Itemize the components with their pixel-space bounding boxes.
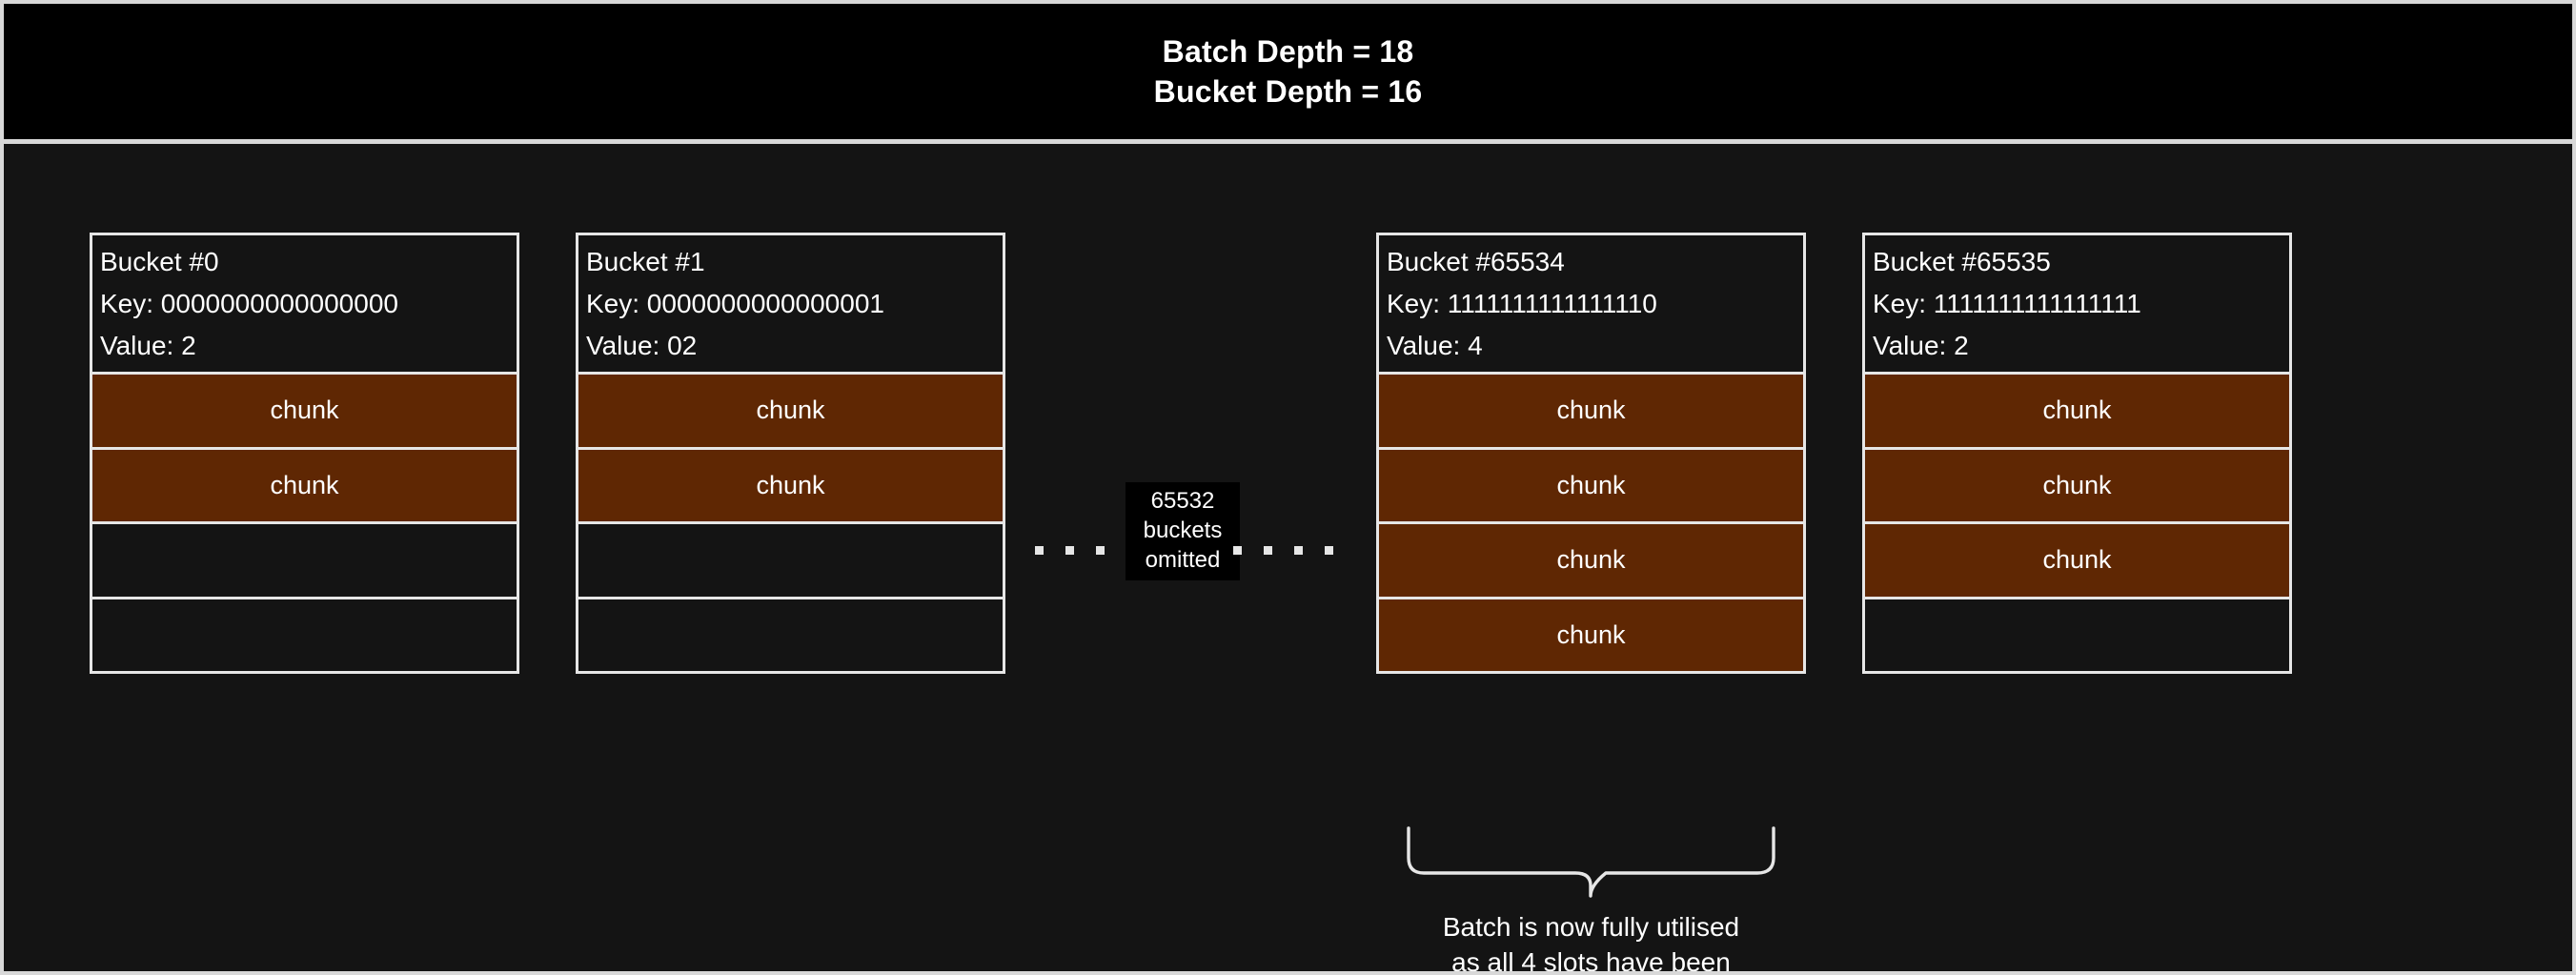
slot-label: chunk <box>756 396 825 425</box>
slot-label: chunk <box>270 396 339 425</box>
slot-label: chunk <box>270 470 339 499</box>
bucket-slot[interactable]: chunk <box>92 375 517 450</box>
omitted-word-buckets: buckets <box>1143 518 1223 543</box>
batch-full-annotation: Batch is now fully utilised as all 4 slo… <box>1376 826 1806 975</box>
bucket-slot[interactable]: chunk <box>578 449 1003 524</box>
omitted-word-omitted: omitted <box>1145 547 1221 573</box>
bucket-key: Key: 1111111111111110 <box>1387 289 1657 318</box>
bucket-slot-empty[interactable] <box>92 524 517 599</box>
caption-line-1: Batch is now fully utilised <box>1442 912 1740 942</box>
bucket-card-65534[interactable]: Bucket #65534 Key: 1111111111111110 Valu… <box>1376 233 1806 674</box>
bucket-card-0[interactable]: Bucket #0 Key: 0000000000000000 Value: 2… <box>90 233 519 674</box>
bucket-value: Value: 02 <box>586 331 698 360</box>
ellipsis-dots-left <box>1035 546 1135 555</box>
bucket-slots-1: chunk chunk <box>578 375 1003 671</box>
slot-label: chunk <box>2042 470 2112 499</box>
slot-label: chunk <box>1556 396 1626 425</box>
bucket-header-65534: Bucket #65534 Key: 1111111111111110 Valu… <box>1379 235 1803 375</box>
bucket-slots-65535: chunk chunk chunk <box>1865 375 2289 671</box>
bucket-key: Key: 0000000000000001 <box>586 289 884 318</box>
dot-icon <box>1294 546 1303 555</box>
header-bar: Batch Depth = 18 Bucket Depth = 16 <box>4 4 2572 144</box>
bucket-slots-0: chunk chunk <box>92 375 517 671</box>
slot-label: chunk <box>1556 620 1626 649</box>
bucket-slot[interactable]: chunk <box>1865 524 2289 599</box>
bucket-header-1: Bucket #1 Key: 0000000000000001 Value: 0… <box>578 235 1003 375</box>
bucket-value: Value: 2 <box>1873 331 1969 360</box>
bucket-slot-empty[interactable] <box>578 599 1003 671</box>
slot-label: chunk <box>1556 545 1626 575</box>
bucket-key: Key: 0000000000000000 <box>100 289 398 318</box>
dot-icon <box>1233 546 1242 555</box>
bucket-card-1[interactable]: Bucket #1 Key: 0000000000000001 Value: 0… <box>576 233 1005 674</box>
bucket-area: Bucket #0 Key: 0000000000000000 Value: 2… <box>4 144 2572 975</box>
omitted-count: 65532 <box>1150 488 1215 514</box>
slot-label: chunk <box>756 470 825 499</box>
ellipsis-dots-right <box>1233 546 1333 555</box>
dot-icon <box>1065 546 1074 555</box>
bucket-slot[interactable]: chunk <box>1865 375 2289 450</box>
bucket-slot-empty[interactable] <box>578 524 1003 599</box>
slot-label: chunk <box>2042 396 2112 425</box>
caption-line-2: as all 4 slots have been <box>1451 947 1731 975</box>
bucket-slots-65534: chunk chunk chunk chunk <box>1379 375 1803 671</box>
dot-icon <box>1096 546 1105 555</box>
bucket-header-0: Bucket #0 Key: 0000000000000000 Value: 2 <box>92 235 517 375</box>
bucket-title: Bucket #0 <box>100 247 219 276</box>
slot-label: chunk <box>2042 545 2112 575</box>
batch-depth-label: Batch Depth = 18 <box>1162 34 1414 69</box>
annotation-caption: Batch is now fully utilised as all 4 slo… <box>1376 909 1806 975</box>
bucket-slot[interactable]: chunk <box>578 375 1003 450</box>
bucket-slot[interactable]: chunk <box>1379 599 1803 671</box>
bucket-title: Bucket #1 <box>586 247 705 276</box>
bucket-value: Value: 2 <box>100 331 196 360</box>
bucket-slot-empty[interactable] <box>92 599 517 671</box>
bucket-slot[interactable]: chunk <box>1379 449 1803 524</box>
bucket-slot[interactable]: chunk <box>1379 375 1803 450</box>
buckets-omitted-indicator: 65532 buckets omitted <box>1033 482 1338 606</box>
bucket-card-65535[interactable]: Bucket #65535 Key: 1111111111111111 Valu… <box>1862 233 2292 674</box>
bucket-key: Key: 1111111111111111 <box>1873 289 2141 318</box>
dot-icon <box>1264 546 1272 555</box>
bucket-title: Bucket #65535 <box>1873 247 2051 276</box>
dot-icon <box>1325 546 1333 555</box>
bucket-slot[interactable]: chunk <box>1379 524 1803 599</box>
bucket-slot[interactable]: chunk <box>1865 449 2289 524</box>
dot-icon <box>1035 546 1044 555</box>
omitted-label: 65532 buckets omitted <box>1126 482 1240 580</box>
slot-label: chunk <box>1556 470 1626 499</box>
bucket-value: Value: 4 <box>1387 331 1483 360</box>
curly-brace-icon <box>1407 826 1775 898</box>
bucket-slot-empty[interactable] <box>1865 599 2289 671</box>
bucket-title: Bucket #65534 <box>1387 247 1565 276</box>
bucket-header-65535: Bucket #65535 Key: 1111111111111111 Valu… <box>1865 235 2289 375</box>
bucket-slot[interactable]: chunk <box>92 449 517 524</box>
bucket-depth-label: Bucket Depth = 16 <box>1153 74 1423 109</box>
